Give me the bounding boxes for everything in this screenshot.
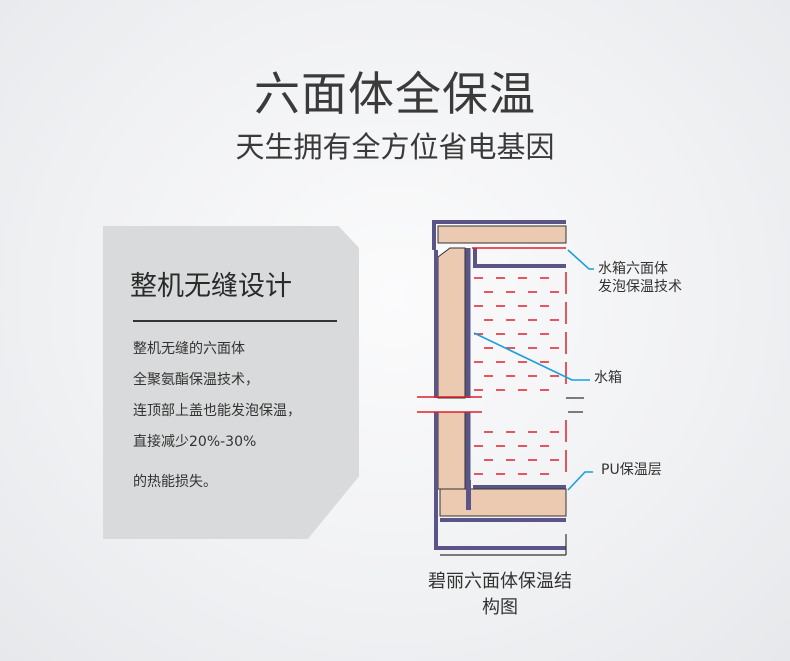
page-title: 六面体全保温 [254,67,536,121]
panel-title: 整机无缝设计 [130,271,292,302]
label-tank: 水箱 [594,370,622,386]
panel-text-line: 整机无缝的六面体 [133,341,245,357]
panel-text-line: 的热能损失。 [133,474,217,490]
outer-wall [434,247,567,556]
panel-text-line: 直接减少20%-30% [133,434,257,450]
top-lid [432,220,567,250]
feature-panel: 整机无缝设计 整机无缝的六面体 全聚氨酯保温技术， 连顶部上盖也能发泡保温， 直… [103,226,359,539]
label-foam-line2: 发泡保温技术 [598,279,682,295]
water [474,277,562,475]
label-pu: PU保温层 [601,462,662,478]
panel-text-line: 全聚氨酯保温技术， [133,372,259,388]
divider [133,320,337,322]
diagram-caption: 碧丽六面体保温结构图 [428,571,572,618]
leader-lines [473,249,594,491]
cut-mark [566,397,584,413]
page-subtitle: 天生拥有全方位省电基因 [235,130,555,164]
tank-wall [439,248,567,522]
panel-text-line: 连顶部上盖也能发泡保温， [133,403,301,419]
cut-line [417,396,482,413]
label-foam-line1: 水箱六面体 [598,261,668,277]
